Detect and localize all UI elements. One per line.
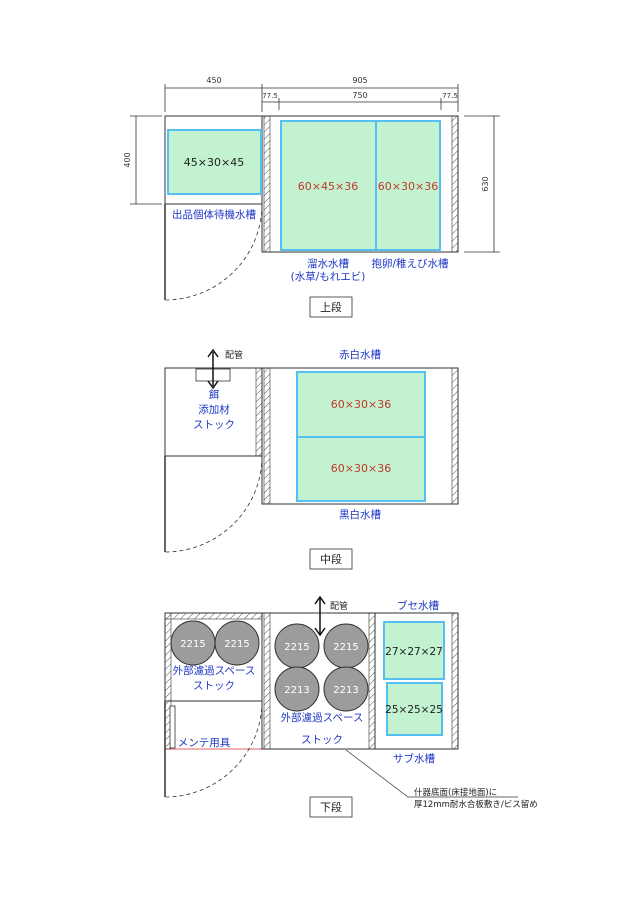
lower-pipe-arrowhead-up bbox=[314, 595, 326, 605]
dim-margin-left: 77.5 bbox=[262, 92, 278, 100]
upper-title: 上段 bbox=[320, 300, 342, 314]
lower-title: 下段 bbox=[320, 800, 342, 814]
middle-stock-line3: ストック bbox=[193, 419, 235, 431]
dim-left-width: 450 bbox=[206, 76, 221, 85]
lower-tier: 配管 2215 2215 外部濾過スペース ストック メンテ用具 2215 22… bbox=[164, 595, 538, 818]
tank-black-white bbox=[296, 436, 426, 502]
tank-sub bbox=[386, 682, 443, 736]
lower-pipe-label: 配管 bbox=[330, 600, 348, 612]
lower-pipe-arrowhead-down bbox=[314, 627, 326, 637]
note-leader bbox=[345, 749, 518, 798]
middle-stock-line2: 添加材 bbox=[198, 403, 230, 416]
filter-left-1: 2215 bbox=[170, 620, 216, 666]
middle-wall-right bbox=[451, 367, 459, 505]
tank-main bbox=[280, 120, 377, 251]
lower-top-shelf bbox=[164, 612, 263, 620]
filter-mid-2: 2215 bbox=[323, 623, 369, 669]
middle-door-swing bbox=[164, 455, 263, 553]
filter-mid-3-label: 2213 bbox=[284, 685, 309, 696]
tank-red-white bbox=[296, 371, 426, 438]
lower-top-label: ブセ水槽 bbox=[397, 599, 439, 612]
middle-pipe-arrowhead-up bbox=[207, 348, 219, 358]
filter-mid-2-label: 2215 bbox=[333, 642, 358, 653]
tank-small-size: 45×30×45 bbox=[184, 156, 244, 169]
maint-label: メンテ用具 bbox=[178, 737, 231, 749]
lower-wall-2 bbox=[368, 612, 376, 750]
middle-top-label: 赤白水槽 bbox=[339, 348, 381, 361]
middle-tier: 配管 餌 添加材 ストック 赤白水槽 60×30×36 60×30×36 黒白水… bbox=[164, 348, 459, 570]
lower-left-label-2: ストック bbox=[193, 680, 235, 692]
filter-mid-1: 2215 bbox=[274, 623, 320, 669]
label-small-tank: 出品個体待機水槽 bbox=[172, 208, 256, 221]
filter-left-2-label: 2215 bbox=[224, 639, 249, 650]
upper-tier: 450 905 77.5 750 77.5 400 630 45×30×45 6… bbox=[123, 76, 500, 318]
tank-side-size: 60×30×36 bbox=[378, 180, 438, 193]
tank-side bbox=[375, 120, 441, 251]
middle-pipe-label: 配管 bbox=[225, 349, 243, 361]
tank-main-size: 60×45×36 bbox=[298, 180, 358, 193]
filter-mid-4-label: 2213 bbox=[333, 685, 358, 696]
middle-pipe-arrowhead-down bbox=[207, 380, 219, 390]
note-line2: 厚12mm耐水合板敷き/ビス留め bbox=[414, 799, 538, 810]
upper-wall-left bbox=[263, 115, 271, 253]
tank-black-white-size: 60×30×36 bbox=[331, 462, 391, 475]
filter-left-2: 2215 bbox=[214, 620, 260, 666]
dim-inner-width: 750 bbox=[352, 91, 367, 100]
upper-wall-right bbox=[451, 115, 459, 253]
dim-total-width: 905 bbox=[352, 76, 367, 85]
label-main-tank-2: (水草/もれエビ) bbox=[291, 271, 366, 283]
upper-title-box bbox=[309, 296, 353, 318]
label-side-tank: 抱卵/稚えび水槽 bbox=[371, 257, 449, 270]
middle-stock-line1: 餌 bbox=[209, 388, 220, 401]
tank-puse-size: 27×27×27 bbox=[385, 646, 443, 658]
filter-mid-1-label: 2215 bbox=[284, 642, 309, 653]
note-line1: 什器底面(床接地面)に bbox=[414, 787, 497, 798]
label-main-tank-1: 溜水水槽 bbox=[307, 257, 349, 270]
lower-mid-label-1: 外部濾過スペース bbox=[281, 711, 364, 724]
tank-puse bbox=[383, 621, 445, 680]
lower-left-label-1: 外部濾過スペース bbox=[173, 664, 256, 677]
upper-dimensions bbox=[130, 84, 500, 253]
lower-wall-1 bbox=[263, 612, 271, 750]
lower-title-box bbox=[309, 796, 353, 818]
middle-title-box bbox=[309, 548, 353, 570]
maint-board bbox=[169, 705, 176, 749]
dim-margin-right: 77.5 bbox=[442, 92, 458, 100]
tank-red-white-size: 60×30×36 bbox=[331, 398, 391, 411]
lower-mid-label-2: ストック bbox=[301, 734, 343, 746]
middle-title: 中段 bbox=[320, 552, 342, 566]
tank-sub-size: 25×25×25 bbox=[385, 704, 443, 716]
middle-left-wall bbox=[255, 367, 263, 457]
filter-mid-4: 2213 bbox=[323, 666, 369, 712]
filter-left-1-label: 2215 bbox=[180, 639, 205, 650]
dim-height-left: 400 bbox=[123, 152, 132, 167]
lower-wall-3 bbox=[451, 612, 459, 750]
dim-height-right: 630 bbox=[481, 176, 490, 191]
filter-mid-3: 2213 bbox=[274, 666, 320, 712]
lower-bottom-label: サブ水槽 bbox=[393, 752, 435, 765]
middle-wall-left bbox=[263, 367, 271, 505]
tank-small bbox=[167, 129, 262, 195]
middle-bottom-label: 黒白水槽 bbox=[339, 508, 381, 521]
